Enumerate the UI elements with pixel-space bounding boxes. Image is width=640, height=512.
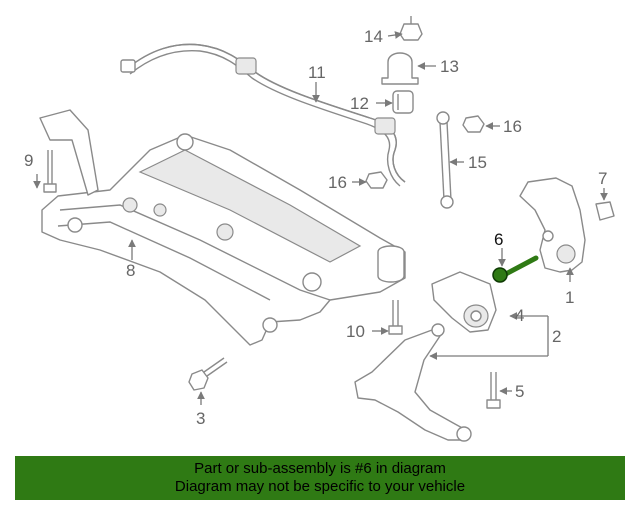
callout-1: 1 <box>565 288 574 307</box>
callout-13: 13 <box>440 57 459 76</box>
leader-lines <box>33 31 608 405</box>
callout-8: 8 <box>126 261 135 280</box>
callout-2: 2 <box>552 327 561 346</box>
stabilizer-bar <box>120 43 406 187</box>
steering-knuckle <box>519 177 586 273</box>
callout-4: 4 <box>515 306 524 325</box>
bolt-10 <box>388 300 403 335</box>
callout-16-upper: 16 <box>503 117 522 136</box>
callout-5: 5 <box>515 382 524 401</box>
bushing-7 <box>595 201 615 221</box>
front-subframe <box>39 109 406 346</box>
nut-14 <box>399 16 423 41</box>
bolt-3 <box>188 357 228 391</box>
nut-16-upper <box>462 115 485 133</box>
bushing-4 <box>431 271 497 333</box>
bolt-5 <box>486 372 501 409</box>
callout-11: 11 <box>308 63 326 82</box>
bracket-13 <box>381 52 419 85</box>
lower-control-arm <box>354 323 472 442</box>
callout-12: 12 <box>350 94 369 113</box>
callout-10: 10 <box>346 322 365 341</box>
callout-labels: 1 2 3 4 5 6 7 8 9 10 11 12 13 14 15 16 1… <box>24 27 607 428</box>
callout-9: 9 <box>24 151 33 170</box>
callout-14: 14 <box>364 27 383 46</box>
stabilizer-link <box>436 111 454 209</box>
callout-3: 3 <box>196 409 205 428</box>
callout-6: 6 <box>494 230 503 249</box>
bolt-9 <box>43 150 57 193</box>
bolt-6-highlighted[interactable] <box>492 255 539 283</box>
part-info-banner: Part or sub-assembly is #6 in diagram Di… <box>15 456 625 500</box>
callout-16-lower: 16 <box>328 173 347 192</box>
callout-15: 15 <box>468 153 487 172</box>
banner-line-1: Part or sub-assembly is #6 in diagram <box>194 460 446 477</box>
callout-7: 7 <box>598 169 607 188</box>
banner-line-2: Diagram may not be specific to your vehi… <box>174 478 466 495</box>
bushing-12 <box>392 90 414 114</box>
parts-diagram: 1 2 3 4 5 6 7 8 9 10 11 12 13 14 15 16 1… <box>24 16 615 442</box>
nut-16-lower <box>365 171 388 189</box>
